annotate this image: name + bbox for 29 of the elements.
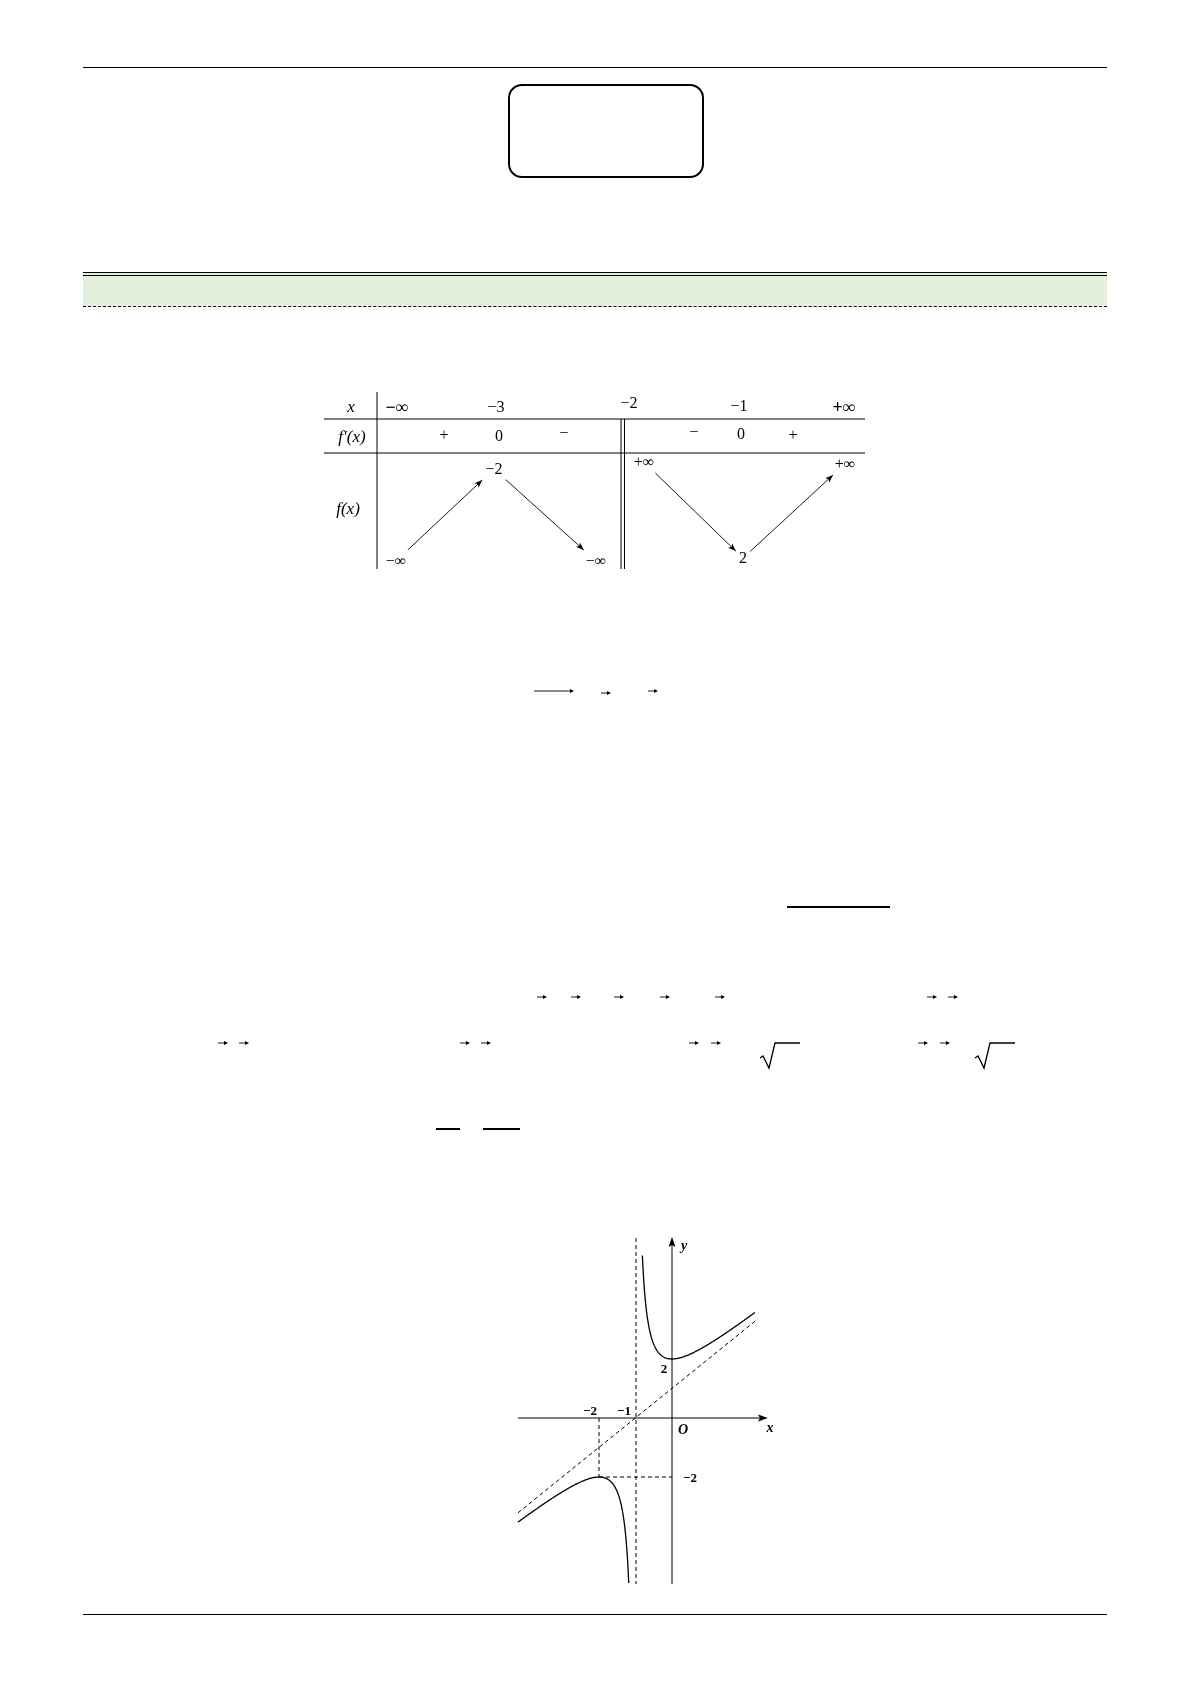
function-value: −2 bbox=[484, 460, 504, 478]
function-value: +∞ bbox=[632, 453, 656, 471]
x-value: +∞ bbox=[832, 398, 856, 416]
function-value: −∞ bbox=[584, 552, 608, 570]
tick-label: −2 bbox=[683, 1470, 697, 1484]
function-value: −∞ bbox=[384, 552, 408, 570]
sign-symbol: + bbox=[439, 427, 449, 443]
function-value: 2 bbox=[738, 549, 748, 567]
function-value: +∞ bbox=[833, 455, 857, 473]
axis-label: x bbox=[766, 1421, 774, 1435]
x-value: −3 bbox=[487, 399, 505, 415]
x-value: −1 bbox=[730, 398, 748, 414]
tick-label: −2 bbox=[583, 1403, 597, 1417]
section-banner bbox=[83, 272, 1107, 307]
x-value: −2 bbox=[620, 395, 638, 411]
sign-symbol: − bbox=[689, 424, 699, 440]
derivative-value: 0 bbox=[495, 428, 503, 444]
tick-label: 2 bbox=[660, 1361, 668, 1375]
derivative-label: f′(x) bbox=[338, 427, 366, 445]
x-value: −∞ bbox=[385, 398, 409, 416]
variable-label: x bbox=[347, 397, 355, 415]
sign-symbol: + bbox=[788, 427, 798, 443]
origin-label: O bbox=[677, 1423, 689, 1437]
tick-label: −1 bbox=[617, 1403, 631, 1417]
derivative-value: 0 bbox=[737, 426, 745, 442]
sign-symbol: − bbox=[559, 425, 569, 441]
axis-label: y bbox=[680, 1239, 688, 1253]
rounded-frame bbox=[508, 84, 704, 178]
function-label: f(x) bbox=[336, 499, 360, 517]
